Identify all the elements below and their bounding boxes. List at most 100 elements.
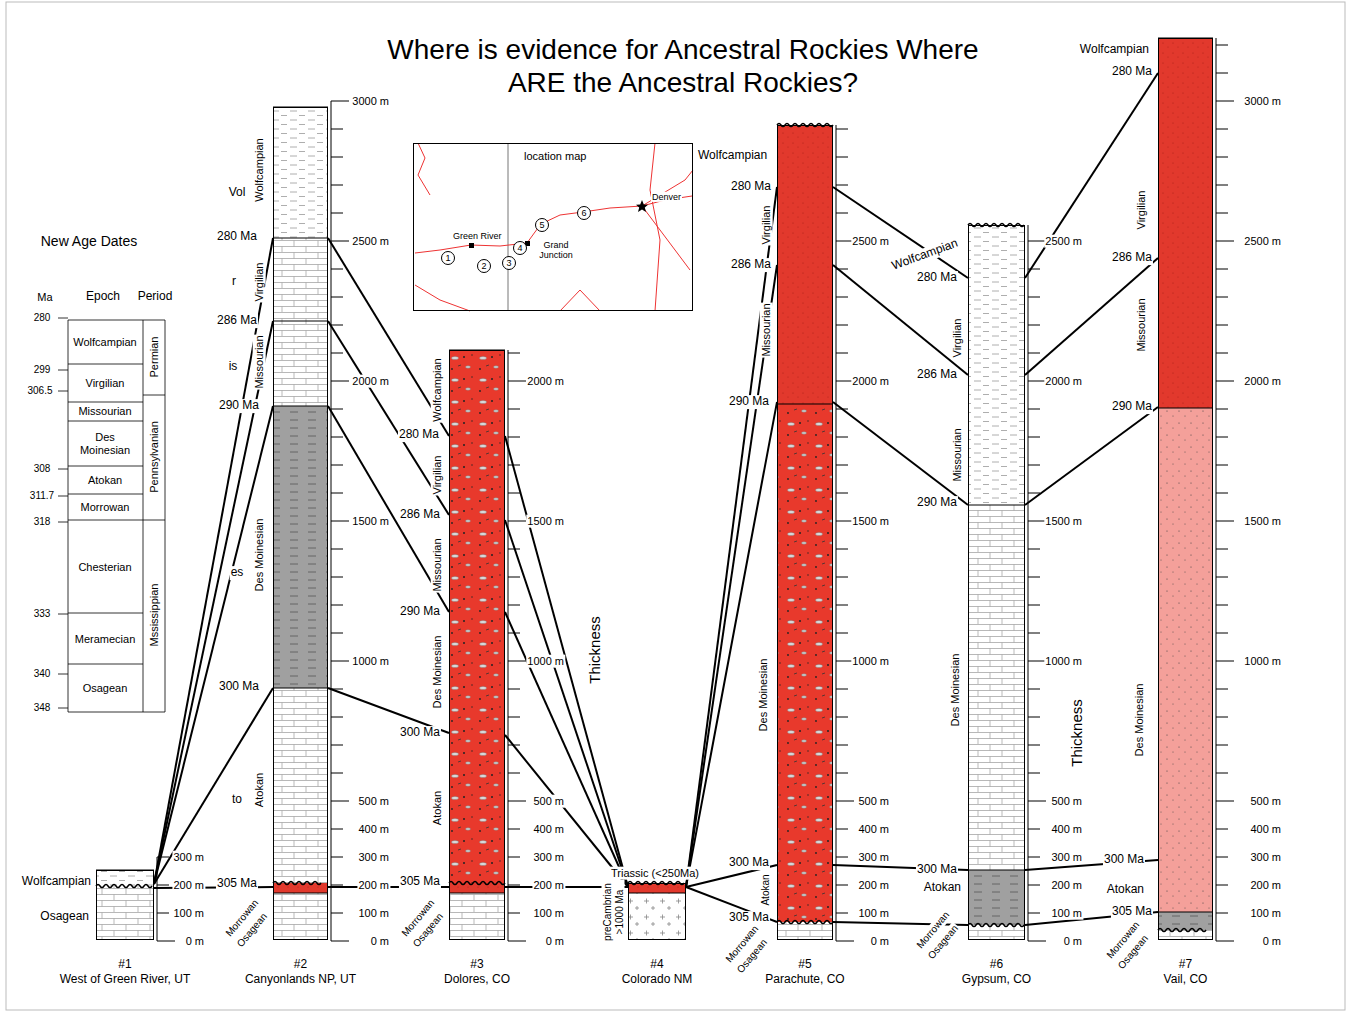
scale-tick — [836, 437, 848, 438]
scale-tick — [331, 745, 343, 746]
scale-tick — [836, 885, 848, 886]
rock-layer — [96, 870, 154, 886]
scale-value: 400 m — [1050, 823, 1083, 836]
strat-column: #4Colorado NM — [628, 883, 686, 940]
scale-tick — [1028, 521, 1046, 522]
scale-tick — [1216, 129, 1228, 130]
rock-layer — [273, 406, 328, 688]
label: Atokan — [87, 474, 123, 487]
scale-value: 0 m — [870, 935, 890, 948]
epoch-label: Mssissippian — [148, 583, 161, 648]
page-frame — [6, 2, 1345, 1010]
scale-tick — [1028, 605, 1040, 606]
layer-boundary — [273, 238, 328, 239]
epoch-label: Atokan — [760, 873, 772, 906]
correlation-line — [154, 238, 273, 884]
epoch-label: Wolfcampian — [253, 137, 266, 202]
scale-tick — [508, 437, 520, 438]
label: 286 Ma — [730, 258, 772, 272]
scale-tick — [1216, 437, 1228, 438]
epoch-label: Des Moinesian — [757, 658, 770, 733]
epoch-label: Virgilian — [431, 455, 444, 496]
label: 348 — [33, 702, 52, 714]
scale-tick — [1216, 157, 1228, 158]
scale-value: 300 m — [172, 851, 205, 864]
scale-tick — [1028, 801, 1046, 802]
label: Chesterian — [77, 561, 132, 574]
scale-value: 0 m — [1262, 935, 1282, 948]
correlation-line — [686, 187, 777, 887]
correlation-line — [154, 406, 273, 884]
site-name: Dolores, CO — [444, 972, 510, 987]
label: 305 Ma — [216, 877, 258, 891]
unconformity — [96, 885, 152, 888]
scale-value: 1000 m — [351, 655, 390, 668]
scale-tick — [331, 157, 343, 158]
scale-tick — [1028, 549, 1040, 550]
strat-column: #3Dolores, CO — [449, 350, 505, 940]
scale-tick — [1216, 717, 1228, 718]
rock-layers — [96, 38, 1213, 940]
correlation-line — [505, 436, 628, 887]
scale-value: 300 m — [532, 851, 565, 864]
scale-tick — [1216, 465, 1228, 466]
rock-layer — [968, 925, 1025, 940]
site-number: 3 — [506, 258, 511, 268]
scale-tick — [331, 297, 343, 298]
unconformity — [777, 921, 833, 924]
label: 280 — [33, 312, 52, 324]
scale-tick — [508, 577, 520, 578]
scale-tick — [836, 605, 848, 606]
scale-tick — [1216, 549, 1228, 550]
scale-tick — [508, 381, 526, 382]
scale-tick — [508, 801, 526, 802]
scale-tick — [836, 913, 848, 914]
layer-boundary — [968, 505, 1025, 506]
site-name: Vail, CO — [1164, 972, 1208, 987]
scale-tick — [836, 577, 848, 578]
correlation-line — [1025, 258, 1158, 375]
scale-value: 100 m — [357, 907, 390, 920]
scale-tick — [1028, 661, 1046, 662]
scale-value: 400 m — [357, 823, 390, 836]
scale-value: 400 m — [532, 823, 565, 836]
scale-tick — [508, 493, 520, 494]
scale-tick — [508, 689, 520, 690]
scale-tick — [331, 521, 349, 522]
rock-layer — [449, 893, 505, 940]
label: is — [228, 360, 239, 374]
scale-tick — [508, 829, 520, 830]
scale-bar — [1216, 38, 1217, 941]
rock-layer — [273, 107, 328, 238]
scale-value: 0 m — [370, 935, 390, 948]
label: 305 Ma — [728, 911, 770, 925]
epoch-label: Des Moinesian — [1133, 683, 1146, 758]
title-box: Where is evidence for Ancestral Rockies … — [380, 33, 986, 99]
epoch-label: Pennsylvanian — [148, 420, 161, 494]
scale-value: 100 m — [857, 907, 890, 920]
scale-value: 1500 m — [1044, 515, 1083, 528]
correlation-line — [1025, 407, 1158, 505]
scale-tick — [1028, 465, 1040, 466]
map-site-circle: 6 — [577, 206, 591, 220]
label: 300 Ma — [728, 856, 770, 870]
scale-tick — [508, 941, 526, 942]
epoch-label: Atokan — [253, 772, 266, 808]
label: 280 Ma — [398, 428, 440, 442]
rock-layer — [968, 870, 1025, 925]
rock-layer — [273, 893, 328, 940]
strat-column: #7Vail, CO — [1158, 38, 1213, 940]
scale-tick — [1028, 829, 1040, 830]
scale-tick — [331, 661, 349, 662]
rock-layer — [1158, 912, 1213, 930]
map-site-circle: 5 — [535, 218, 549, 232]
scale-tick — [1028, 381, 1046, 382]
scale-bar — [1028, 225, 1029, 941]
column-caption: #3Dolores, CO — [444, 957, 510, 987]
epoch-label: Thickness — [586, 615, 603, 685]
layer-boundary — [628, 893, 686, 894]
scale-tick — [1216, 885, 1228, 886]
strat-column: #6Gypsum, CO — [968, 225, 1025, 940]
scale-tick — [1216, 689, 1228, 690]
scale-value: 200 m — [857, 879, 890, 892]
